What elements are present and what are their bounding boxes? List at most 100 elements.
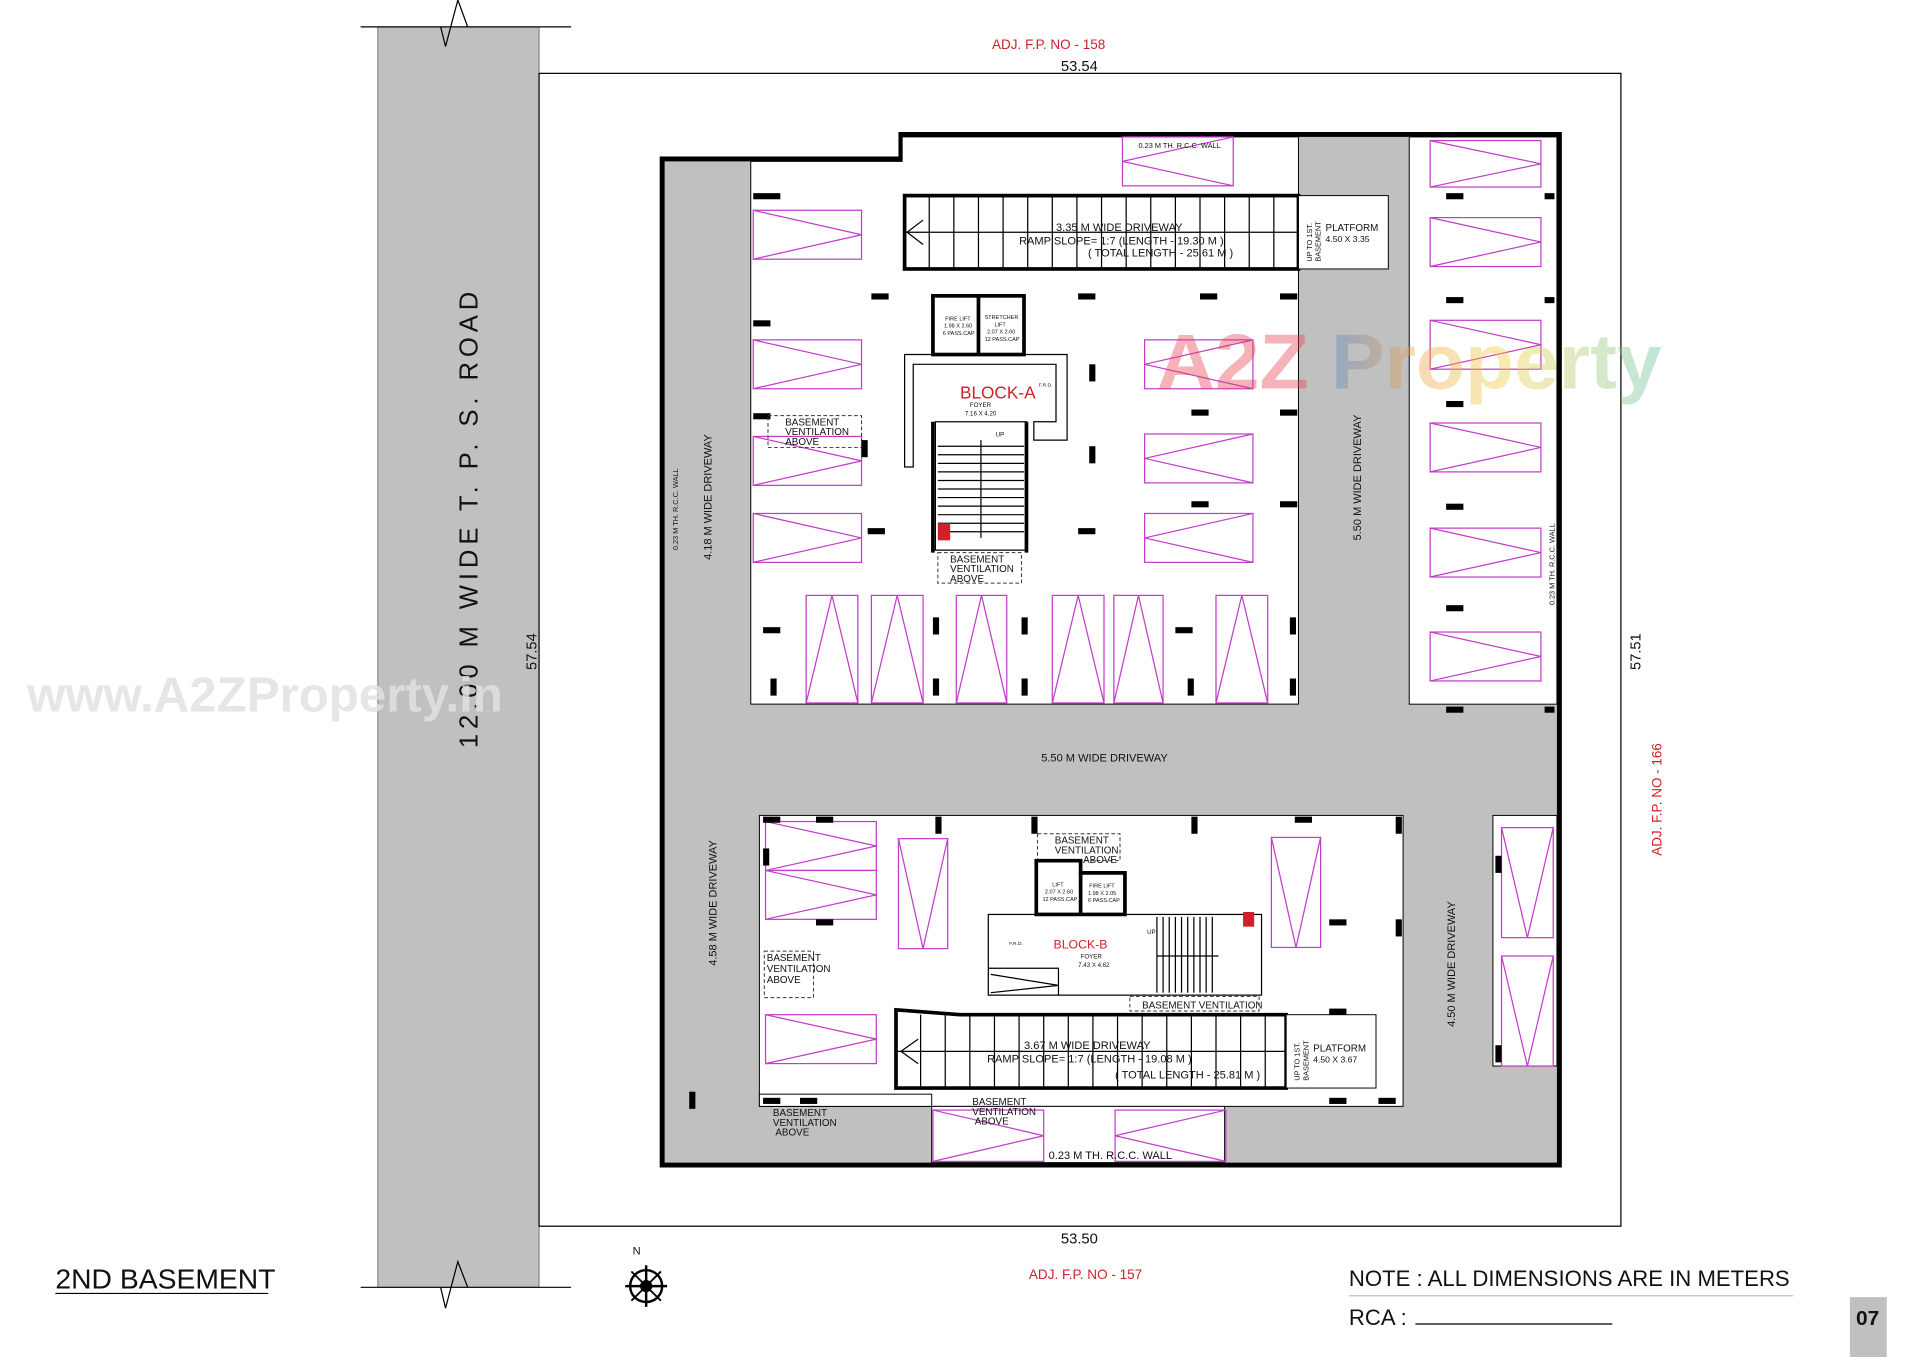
ramp-b-platform: PLATFORM bbox=[1313, 1043, 1366, 1054]
ramp-b-platform-size: 4.50 X 3.67 bbox=[1313, 1054, 1357, 1064]
parking-stall bbox=[1114, 1109, 1227, 1163]
parking-stall bbox=[1429, 216, 1542, 268]
road-break-lines bbox=[360, 0, 572, 1309]
column bbox=[1021, 678, 1028, 696]
column bbox=[1021, 617, 1028, 635]
north-compass-icon: N bbox=[625, 1245, 668, 1307]
column bbox=[1446, 297, 1464, 304]
ramp-a: 3.35 M WIDE DRIVEWAY RAMP SLOPE= 1:7 (LE… bbox=[902, 193, 1389, 271]
top-dimension: 53.54 bbox=[1061, 59, 1098, 75]
column bbox=[1191, 816, 1198, 834]
column bbox=[763, 816, 781, 823]
road bbox=[377, 26, 540, 1288]
vent-b1-1: BASEMENT bbox=[1055, 836, 1109, 847]
column bbox=[1187, 678, 1194, 696]
block-b-foyer: FOYER bbox=[1081, 953, 1103, 960]
left-driveway-a-label: 4.18 M WIDE DRIVEWAY bbox=[702, 434, 714, 560]
column bbox=[1200, 293, 1218, 300]
logo-watermark: A2Z Property bbox=[1157, 318, 1662, 406]
column bbox=[816, 919, 834, 926]
parking-stall bbox=[1270, 836, 1322, 949]
block-a-up: UP bbox=[996, 431, 1005, 438]
lift-b: LIFT bbox=[1052, 882, 1064, 888]
vent-b3-3: ABOVE bbox=[775, 1128, 809, 1139]
column bbox=[1446, 706, 1464, 713]
ramp-b-slope: RAMP SLOPE= 1:7 (LENGTH - 19.08 M ) bbox=[987, 1053, 1192, 1065]
ramp-a-upto-2: BASEMENT bbox=[1314, 221, 1323, 262]
north-label: N bbox=[633, 1245, 641, 1257]
column bbox=[1089, 364, 1096, 382]
ramp-a-platform: PLATFORM bbox=[1326, 223, 1379, 234]
column bbox=[753, 413, 771, 420]
plot-boundary bbox=[538, 72, 1622, 1227]
ramp-a-slope: RAMP SLOPE= 1:7 (LENGTH - 19.30 M ) bbox=[1019, 236, 1224, 248]
column bbox=[1078, 293, 1096, 300]
road-label: 12.00 M WIDE T. P. S. ROAD bbox=[455, 287, 483, 748]
fire-lift-b-size: 1.98 X 2.05 bbox=[1088, 891, 1116, 897]
right-driveway-a-label: 5.50 M WIDE DRIVEWAY bbox=[1352, 414, 1364, 540]
stretcher-lift-a-label: LIFT bbox=[994, 322, 1006, 328]
column bbox=[861, 440, 868, 458]
parking-stall bbox=[1144, 512, 1254, 563]
parking-stall bbox=[752, 209, 863, 260]
column bbox=[1395, 919, 1402, 937]
column bbox=[1329, 1008, 1347, 1015]
vent-a2-3: ABOVE bbox=[950, 574, 984, 585]
fire-lift-a-size: 1.98 X 2.60 bbox=[944, 324, 972, 330]
parking-stall bbox=[1113, 594, 1164, 704]
vent-b2-3: ABOVE bbox=[767, 975, 801, 986]
column bbox=[1191, 501, 1209, 508]
left-wall-label: 0.23 M TH. R.C.C. WALL bbox=[671, 468, 680, 550]
parking-stall bbox=[1429, 527, 1542, 578]
vent-b4-1: BASEMENT bbox=[972, 1097, 1026, 1108]
bottom-adjacent-label: ADJ. F.P. NO - 157 bbox=[1029, 1267, 1142, 1282]
vent-b1-3: ABOVE bbox=[1083, 855, 1117, 866]
parking-stall bbox=[932, 1109, 1045, 1163]
vent-b3-2: VENTILATION bbox=[773, 1118, 837, 1129]
parking-stall bbox=[752, 512, 863, 563]
middle-driveway-label: 5.50 M WIDE DRIVEWAY bbox=[1041, 753, 1168, 765]
column bbox=[1280, 501, 1298, 508]
column bbox=[763, 627, 781, 634]
block-a-core: FIRE LIFT 1.98 X 2.60 6 PASS.CAP STRETCH… bbox=[767, 294, 1068, 585]
column bbox=[1289, 617, 1296, 635]
column bbox=[1378, 1097, 1396, 1104]
column bbox=[932, 678, 940, 696]
block-a-foyer: FOYER bbox=[970, 402, 992, 409]
url-watermark: www.A2ZProperty.in bbox=[26, 669, 503, 723]
parking-stall bbox=[805, 594, 859, 704]
fire-lift-a-cap: 6 PASS.CAP bbox=[943, 331, 975, 337]
ramp-a-total: ( TOTAL LENGTH - 25.61 M ) bbox=[1088, 248, 1233, 260]
column bbox=[935, 816, 942, 834]
column bbox=[1544, 706, 1555, 713]
column bbox=[763, 848, 770, 866]
column bbox=[1031, 816, 1038, 834]
fire-lift-a: FIRE LIFT bbox=[945, 316, 971, 322]
column bbox=[867, 528, 885, 535]
parking-stall bbox=[1429, 422, 1542, 473]
ramp-b-width: 3.67 M WIDE DRIVEWAY bbox=[1024, 1040, 1151, 1052]
column bbox=[1329, 1097, 1347, 1104]
vent-a2-2: VENTILATION bbox=[950, 564, 1014, 575]
stretcher-lift-a: STRETCHER bbox=[985, 315, 1019, 321]
vent-a1-1: BASEMENT bbox=[785, 417, 839, 428]
column bbox=[763, 1097, 781, 1104]
ramp-a-width: 3.35 M WIDE DRIVEWAY bbox=[1056, 222, 1183, 234]
vent-a1-3: ABOVE bbox=[785, 437, 819, 448]
ramp-b-upto-2: BASEMENT bbox=[1301, 1040, 1310, 1081]
column bbox=[800, 1097, 818, 1104]
left-driveway-b-label: 4.58 M WIDE DRIVEWAY bbox=[707, 839, 719, 965]
parking-stall bbox=[1121, 136, 1234, 187]
column bbox=[932, 617, 940, 635]
ramp-b: 3.67 M WIDE DRIVEWAY RAMP SLOPE= 1:7 (LE… bbox=[894, 1007, 1377, 1090]
vent-b3-1: BASEMENT bbox=[773, 1108, 827, 1119]
parking-stall bbox=[1429, 139, 1542, 188]
lift-b-size: 2.07 X 2.60 bbox=[1045, 890, 1073, 896]
vent-b-strip: BASEMENT VENTILATION bbox=[1142, 1001, 1262, 1012]
parking-stall bbox=[870, 594, 924, 704]
column bbox=[1089, 446, 1096, 464]
ramp-b-upto-1: UP TO 1ST. bbox=[1293, 1042, 1302, 1081]
column bbox=[1544, 193, 1555, 200]
top-adjacent-label: ADJ. F.P. NO - 158 bbox=[992, 37, 1105, 52]
column bbox=[871, 293, 889, 300]
